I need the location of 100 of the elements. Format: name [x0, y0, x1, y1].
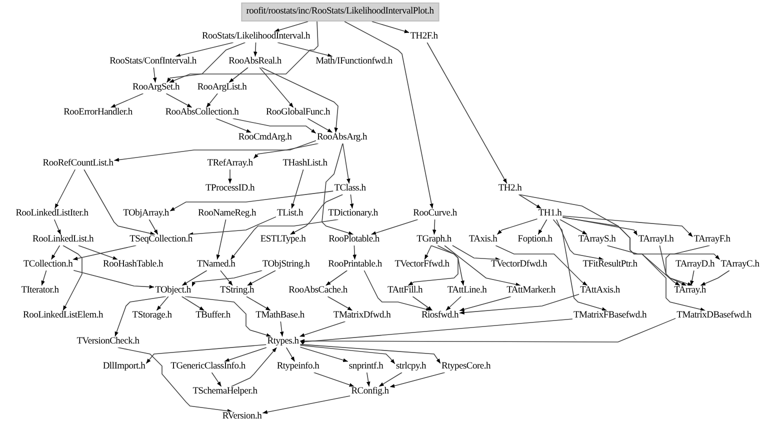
arrow	[181, 296, 205, 311]
arrow	[216, 219, 226, 260]
arrow	[299, 344, 396, 364]
file-label: TAxis.h	[468, 234, 498, 246]
file-label: TMatrixDfwd.h	[332, 310, 392, 322]
arrow	[350, 194, 354, 209]
arrow	[146, 344, 267, 364]
file-label: RooLinkedListIter.h	[14, 208, 90, 220]
arrow	[444, 245, 521, 286]
arrow	[182, 270, 208, 286]
arrow	[606, 245, 680, 286]
arrow	[446, 296, 462, 311]
arrow	[426, 42, 508, 184]
arrow	[188, 216, 276, 236]
file-label: RooLinkedList.h	[32, 234, 94, 246]
file-label: snprintf.h	[348, 362, 384, 372]
arrow	[62, 245, 82, 311]
arrow	[277, 42, 333, 58]
arrow	[690, 270, 694, 286]
arrow	[666, 245, 710, 286]
arrow	[352, 245, 356, 260]
arrow	[206, 93, 218, 108]
file-label: TH2.h	[497, 184, 523, 194]
file-label: TList.h	[276, 208, 304, 220]
arrow	[408, 245, 458, 286]
file-label: Rtypeinfo.h	[276, 362, 320, 372]
arrow	[364, 270, 432, 312]
file-label: TRefArray.h	[206, 158, 254, 170]
arrow	[325, 270, 348, 286]
arrow	[562, 216, 694, 238]
file-label: RooArgList.h	[196, 82, 248, 94]
arrow	[437, 245, 464, 286]
arrow	[114, 296, 166, 337]
arrow	[41, 270, 47, 286]
arrow	[313, 372, 355, 387]
file-label: TStorage.h	[131, 310, 173, 322]
arrow	[230, 219, 339, 260]
arrow	[54, 219, 62, 235]
file-label: RooAbsCollection.h	[164, 108, 240, 118]
arrow	[518, 194, 706, 312]
arrow	[299, 344, 441, 364]
arrow	[495, 245, 588, 286]
arrow	[432, 219, 436, 235]
arrow	[166, 42, 246, 83]
file-label: TArrayD.h	[674, 260, 716, 270]
file-label: TH1.h	[537, 208, 563, 220]
arrow	[286, 347, 296, 362]
file-label: TSeqCollection.h	[128, 234, 194, 246]
arrow	[110, 93, 144, 108]
file-box: roofit/roostats/inc/RooStats/LikelihoodIntervalPlot.h	[241, 2, 439, 22]
arrow	[230, 347, 278, 387]
arrow	[184, 296, 272, 337]
arrow	[73, 270, 154, 289]
arrow	[192, 270, 262, 288]
arrow	[78, 245, 118, 260]
arrow	[452, 245, 501, 262]
arrow	[259, 67, 294, 108]
arrow	[389, 372, 446, 388]
file-label: RooPrintable.h	[327, 260, 383, 270]
arrow	[114, 140, 316, 162]
file-label: TAttAxis.h	[579, 286, 621, 296]
file-label: TArrayS.h	[577, 234, 617, 246]
file-label: Foption.h	[516, 234, 554, 246]
arrow	[211, 372, 222, 387]
arrow	[54, 169, 76, 209]
file-label: RConfig.h	[350, 386, 390, 398]
arrow	[342, 143, 350, 184]
arrow	[224, 347, 267, 362]
file-label: TAttLine.h	[446, 286, 488, 296]
file-label: TMatrixDBasefwd.h	[676, 310, 752, 322]
file-label: TObjString.h	[261, 260, 311, 270]
file-label: TVersionCheck.h	[76, 336, 140, 348]
arrow	[246, 296, 271, 311]
file-label: THashList.h	[282, 158, 328, 170]
arrow	[459, 296, 512, 312]
arrow	[175, 42, 234, 58]
file-label: TArray.h	[673, 286, 707, 296]
file-label: ESTLType.h	[259, 234, 307, 246]
file-label: TCollection.h	[22, 260, 74, 270]
arrow	[84, 169, 156, 236]
arrow	[307, 118, 333, 133]
arrow	[152, 67, 157, 83]
file-label: TH2F.h	[409, 32, 439, 42]
file-label: Rtypes.h	[266, 336, 300, 348]
file-label: TObject.h	[154, 286, 192, 296]
file-label: TDictionary.h	[327, 208, 379, 220]
file-label: TSchemaHelper.h	[192, 386, 258, 398]
file-label: TArrayC.h	[720, 260, 760, 270]
arrow	[560, 219, 588, 235]
arrow	[156, 296, 169, 311]
arrow	[538, 219, 548, 235]
arrow	[168, 21, 318, 83]
arrow	[700, 270, 730, 286]
arrow	[253, 143, 319, 159]
arrow	[117, 347, 233, 413]
file-label: TObjArray.h	[122, 208, 170, 220]
arrow	[72, 245, 137, 260]
file-label: TClass.h	[333, 184, 367, 194]
file-label: RooRefCountList.h	[42, 158, 114, 170]
arrow	[246, 270, 276, 286]
